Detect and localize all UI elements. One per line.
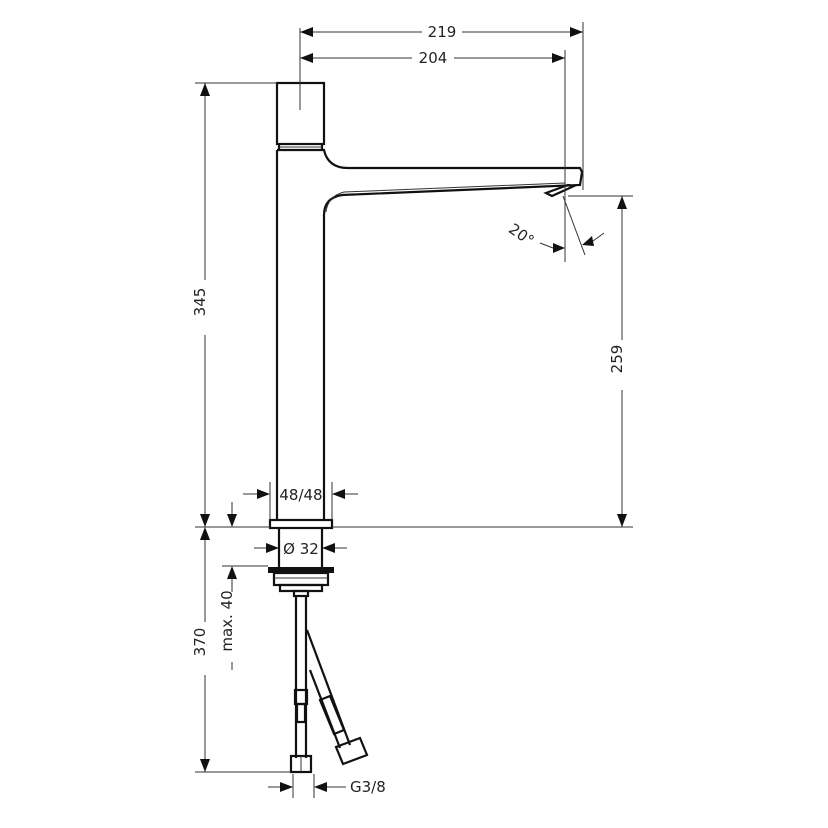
dim-345-label: 345 xyxy=(191,288,209,317)
dimension-max40: max. 40 xyxy=(218,565,268,670)
dim-219-label: 219 xyxy=(428,23,457,41)
dimension-204: 204 xyxy=(300,49,566,262)
dim-259-label: 259 xyxy=(608,345,626,374)
faucet-body xyxy=(268,81,584,774)
dim-shank-label: Ø 32 xyxy=(283,540,319,558)
dimension-thread: G3/8 xyxy=(268,774,386,798)
aerator xyxy=(543,183,578,198)
dimension-370: 370 xyxy=(191,540,291,773)
dimension-base: 48/48 xyxy=(243,482,358,520)
dim-thread-label: G3/8 xyxy=(350,778,386,796)
dimension-angle: 20° xyxy=(505,195,605,256)
hose-straight xyxy=(289,596,313,774)
dim-204-label: 204 xyxy=(419,49,448,67)
dim-370-label: 370 xyxy=(191,628,209,657)
dim-angle-label: 20° xyxy=(505,220,537,250)
dimension-259: 259 xyxy=(332,195,633,528)
dim-base-label: 48/48 xyxy=(279,486,322,504)
spout-outline xyxy=(275,148,584,520)
dim-max40-label: max. 40 xyxy=(218,590,236,651)
hose-angled xyxy=(305,629,369,766)
mounting-nut xyxy=(268,567,334,573)
dimension-shank: Ø 32 xyxy=(254,540,347,558)
dimension-219: 219 xyxy=(299,22,584,190)
dimension-345: 345 xyxy=(191,82,277,528)
base-plate xyxy=(268,518,334,530)
